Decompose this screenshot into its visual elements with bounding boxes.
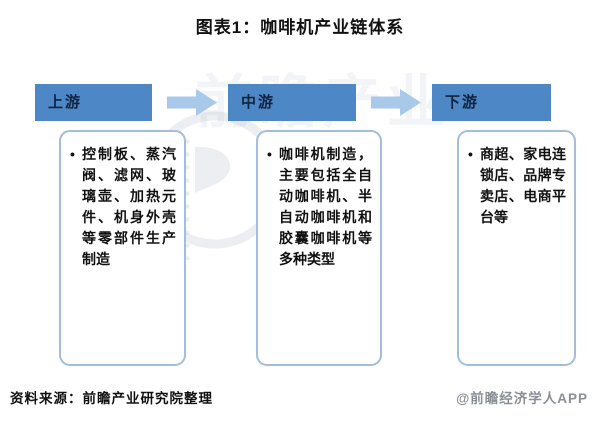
midstream-content-text: 咖啡机制造，主要包括全自动咖啡机、半自动咖啡机和胶囊咖啡机等多种类型: [279, 146, 372, 267]
stage-header-midstream: 中游: [228, 84, 356, 121]
bullet-icon: •: [70, 146, 75, 162]
source-note: 资料来源：前瞻产业研究院整理: [10, 391, 213, 406]
stage-header-downstream: 下游: [432, 84, 551, 121]
upstream-content-box: • 控制板、蒸汽阀、滤网、玻璃壶、加热元件、机身外壳等零部件生产制造: [59, 130, 186, 366]
upstream-content-text: 控制板、蒸汽阀、滤网、玻璃壶、加热元件、机身外壳等零部件生产制造: [82, 146, 176, 267]
stage-header-upstream: 上游: [35, 84, 152, 121]
arrow-right-icon: [167, 89, 217, 116]
chart-title: 图表1：咖啡机产业链体系: [195, 18, 405, 37]
credit-note: @前瞻经济学人APP: [456, 391, 588, 406]
downstream-content-text: 商超、家电连锁店、品牌专卖店、电商平台等: [480, 146, 566, 225]
downstream-content-box: • 商超、家电连锁店、品牌专卖店、电商平台等: [457, 130, 576, 366]
midstream-content-box: • 咖啡机制造，主要包括全自动咖啡机、半自动咖啡机和胶囊咖啡机等多种类型: [256, 130, 382, 366]
bullet-icon: •: [468, 146, 473, 162]
arrow-right-icon: [371, 89, 421, 116]
bullet-icon: •: [267, 146, 272, 162]
